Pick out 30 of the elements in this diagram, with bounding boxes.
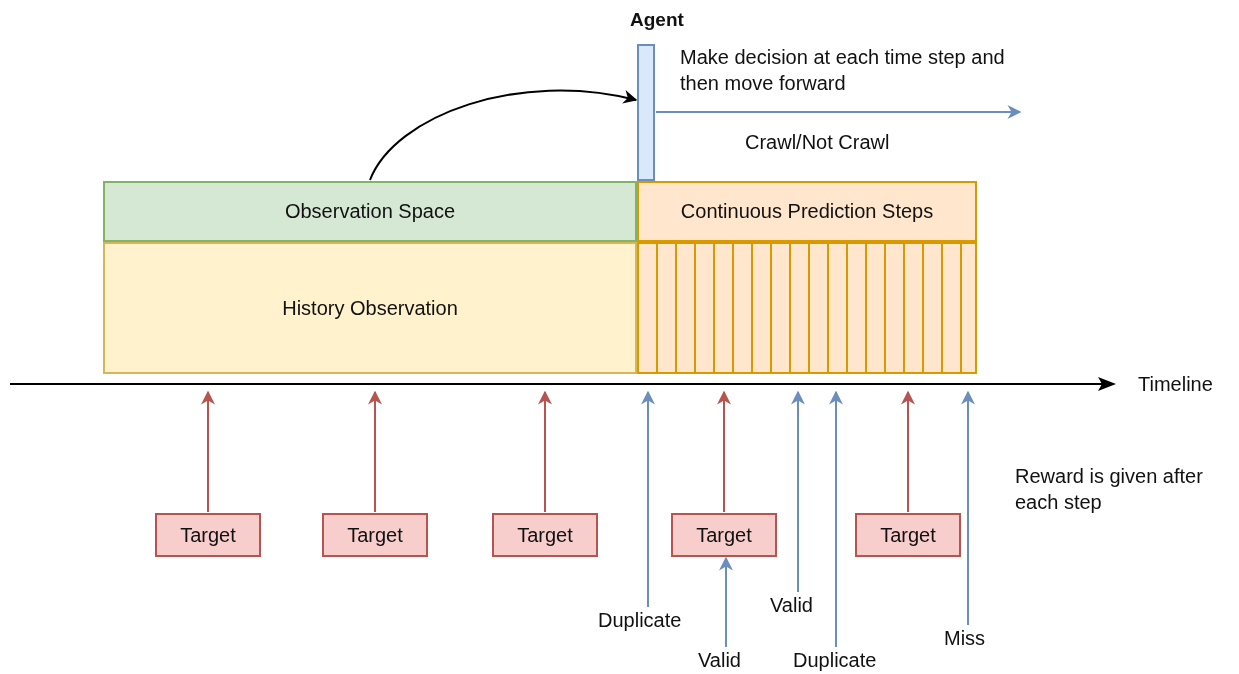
reward-label: Valid (770, 593, 826, 617)
history-observation-box: History Observation (103, 242, 637, 374)
target-box: Target (492, 513, 598, 557)
arrow (901, 390, 915, 513)
arrow (719, 556, 733, 648)
arrow (201, 390, 215, 513)
reward-label: Miss (944, 626, 992, 650)
timeline-label: Timeline (1138, 372, 1213, 396)
arrow (791, 390, 805, 593)
note-text: Make decision at each time step and then move forward (680, 45, 1006, 96)
target-box: Target (671, 513, 777, 557)
agent-heading: Agent (630, 8, 684, 32)
arrow (538, 390, 552, 513)
arrow (641, 390, 655, 608)
arrow (829, 390, 843, 648)
arrow (369, 89, 638, 181)
striped-steps-box (637, 242, 977, 374)
target-box: Target (155, 513, 261, 557)
target-box: Target (322, 513, 428, 557)
reward-label: Valid (698, 648, 754, 672)
arrow (717, 390, 731, 513)
reward-label: Duplicate (598, 608, 698, 632)
reward-label: Duplicate (793, 648, 893, 672)
observation-space-box: Observation Space (103, 181, 637, 242)
prediction-steps-box: Continuous Prediction Steps (637, 181, 977, 242)
arrow (961, 390, 975, 626)
arrow (368, 390, 382, 513)
target-box: Target (855, 513, 961, 557)
arrow (655, 105, 1022, 119)
reward-note: Reward is given after each step (1015, 464, 1204, 515)
